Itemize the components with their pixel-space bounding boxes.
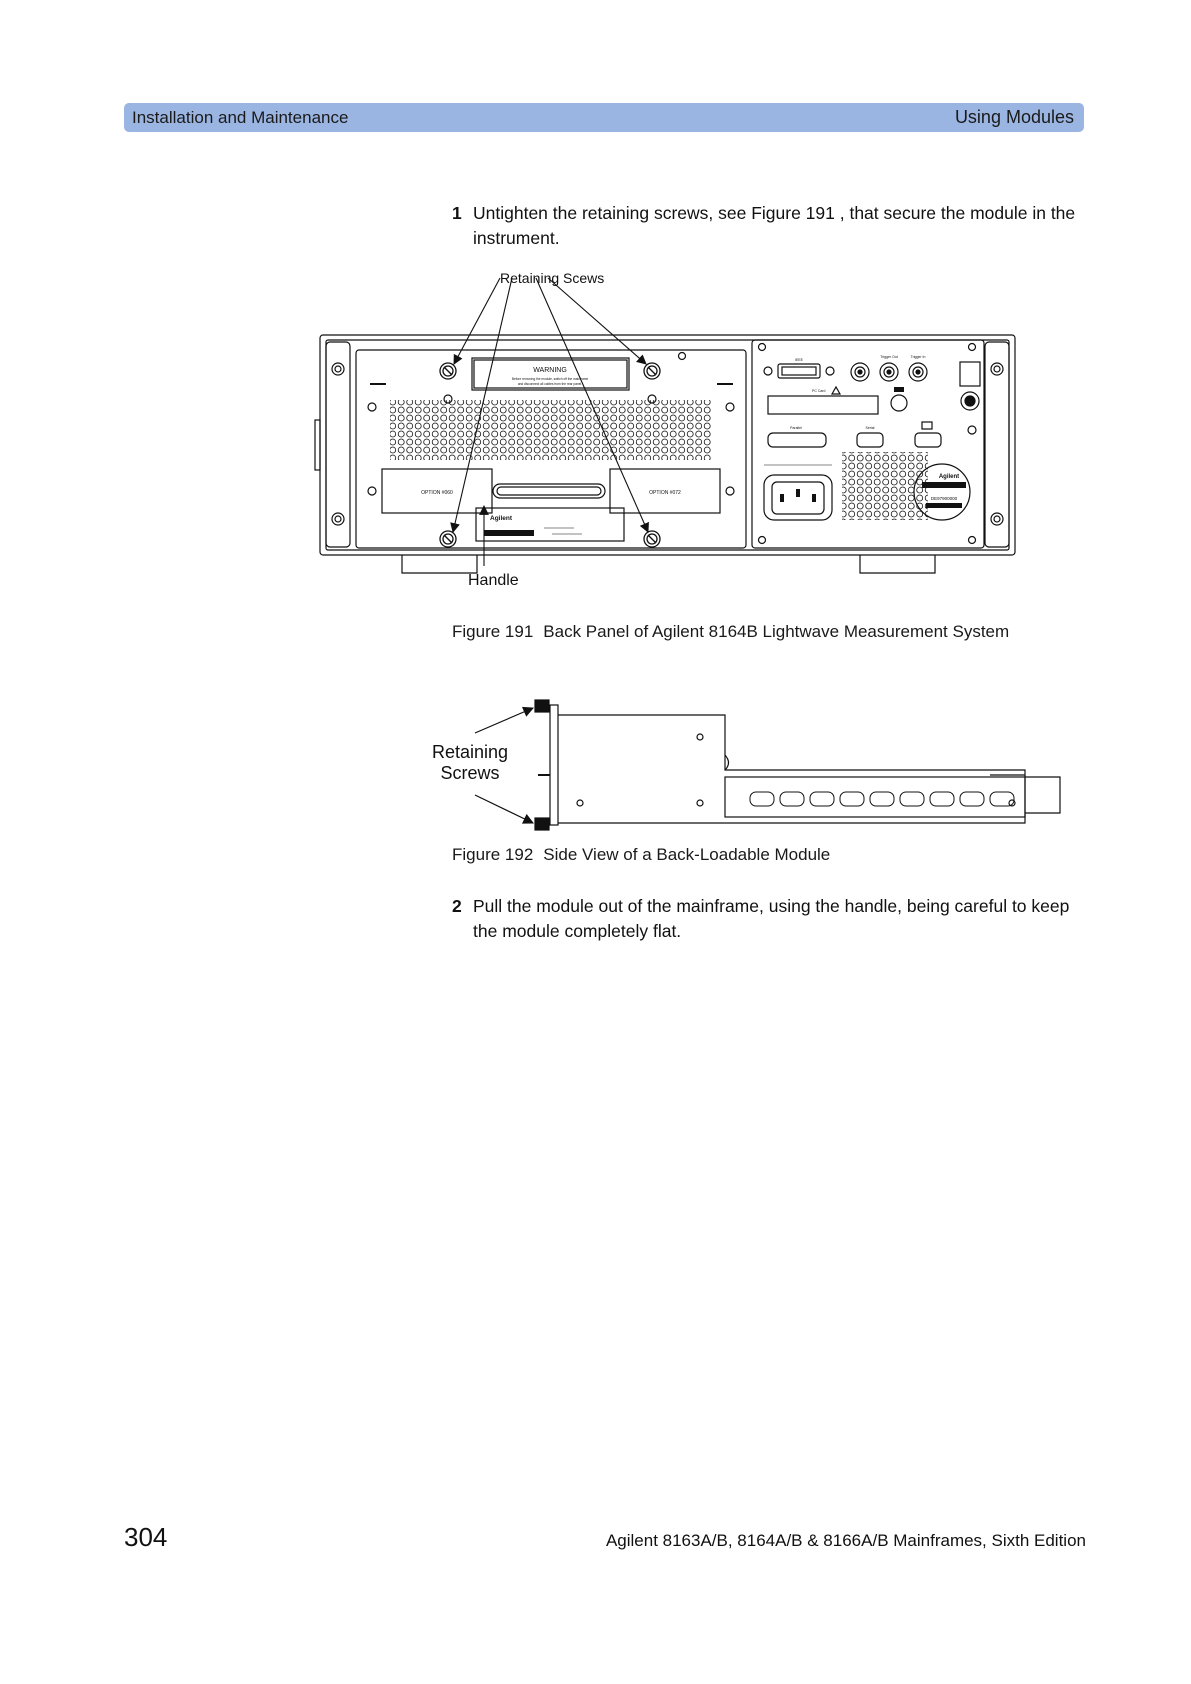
- trigger-in-label: Trigger In: [911, 355, 926, 359]
- step-1: 1 Untighten the retaining screws, see Fi…: [452, 201, 1092, 251]
- trigger-out-label: Trigger Out: [880, 355, 898, 359]
- figure-192-side-view: Retaining Screws: [420, 695, 1090, 835]
- module-handle: [492, 483, 606, 499]
- figure-191-number: Figure 191: [452, 622, 534, 641]
- module-front-plate: [549, 704, 559, 826]
- footer-doc-title: Agilent 8163A/B, 8164A/B & 8166A/B Mainf…: [605, 1531, 1086, 1550]
- left-side-handle: [325, 341, 351, 548]
- handle-label: Handle: [468, 572, 519, 589]
- header-section-title: Installation and Maintenance: [132, 107, 349, 127]
- module-label-brand: Agilent: [490, 515, 513, 522]
- retaining-screw-icon: [534, 699, 550, 713]
- figure-192-caption: Figure 192 Side View of a Back-Loadable M…: [452, 845, 830, 865]
- figure-192-title: Side View of a Back-Loadable Module: [543, 845, 831, 864]
- agilent-badge: [913, 463, 971, 521]
- warning-label: [471, 357, 630, 391]
- serial-port: [856, 432, 884, 448]
- retaining-screw-icon: [643, 530, 661, 548]
- mainframe-rear-panel: [751, 339, 985, 549]
- figure-192-number: Figure 192: [452, 845, 534, 864]
- bnc-connector-icon: [850, 362, 870, 382]
- option-slot-left: [381, 468, 493, 514]
- retaining-screws-side-label-line1: Retaining: [431, 742, 509, 762]
- step-number: 2: [452, 896, 462, 916]
- module-connector-end: [1025, 776, 1061, 814]
- bnc-connector-icon: [908, 362, 928, 382]
- step-text: Pull the module out of the mainframe, us…: [473, 896, 1070, 941]
- page-number: 304: [124, 1522, 168, 1552]
- header-chapter-title: Using Modules: [954, 107, 1074, 127]
- parallel-port: [767, 432, 827, 448]
- interlock-connector: [959, 361, 981, 387]
- retaining-screws-label: Retaining Scews: [500, 270, 605, 286]
- retaining-screw-icon: [439, 530, 457, 548]
- gpib-connector: [777, 363, 821, 379]
- right-foot: [859, 555, 936, 574]
- retaining-screw-icon: [439, 362, 457, 380]
- warning-label-line2: and disconnect all cables from the rear …: [518, 382, 582, 386]
- retaining-screws-side-label: Retaining Screws: [420, 742, 520, 784]
- retaining-screw-icon: [643, 362, 661, 380]
- figure-191-caption: Figure 191 Back Panel of Agilent 8164B Li…: [452, 622, 1009, 642]
- running-header: Installation and Maintenance Using Modul…: [124, 103, 1084, 132]
- back-panel-drawing: WARNING Before removing the module, swit…: [314, 277, 1016, 574]
- badge-serial: DE97900000: [931, 496, 958, 501]
- retaining-screw-callout-top: [474, 706, 534, 734]
- bnc-connector-icon: [879, 362, 899, 382]
- right-side-handle: [984, 341, 1010, 548]
- option-slot-right: [609, 468, 721, 514]
- caution-icon: [830, 385, 842, 395]
- pc-card-label: PC Card: [812, 389, 825, 393]
- parallel-port-label: Parallel: [790, 426, 802, 430]
- step-2: 2 Pull the module out of the mainframe, …: [452, 894, 1092, 944]
- module-bay: [355, 349, 747, 549]
- figure-191-title: Back Panel of Agilent 8164B Lightwave Me…: [543, 622, 1010, 641]
- pc-card-slot: [767, 395, 879, 415]
- mainframe-vent: [842, 452, 928, 520]
- retaining-screws-side-label-line2: Screws: [440, 763, 500, 783]
- option-slot-right-label: OPTION #072: [649, 490, 681, 496]
- ground-connector: [960, 391, 980, 411]
- serial-port-label: Serial: [866, 426, 875, 430]
- retaining-screw-icon: [534, 817, 550, 831]
- warning-label-title: WARNING: [533, 367, 567, 374]
- gpib-label: IEEE: [795, 358, 804, 362]
- vga-port: [914, 432, 942, 448]
- badge-brand: Agilent: [939, 474, 959, 480]
- module-label-plate: [475, 507, 625, 542]
- step-text: Untighten the retaining screws, see Figu…: [473, 203, 1076, 248]
- module-body: [558, 714, 1026, 776]
- retaining-screw-callout-bottom: [474, 794, 534, 824]
- retaining-screws-callout: [450, 277, 649, 533]
- side-view-drawing: [474, 699, 1061, 831]
- warning-label-line1: Before removing the module, switch off t…: [512, 377, 589, 381]
- left-foot: [401, 555, 478, 574]
- option-slot-left-label: OPTION #060: [421, 490, 453, 496]
- step-number: 1: [452, 203, 462, 223]
- figure-191-back-panel: WARNING Before removing the module, swit…: [312, 270, 1022, 610]
- vent-grill: [390, 400, 712, 460]
- power-inlet: [763, 474, 833, 521]
